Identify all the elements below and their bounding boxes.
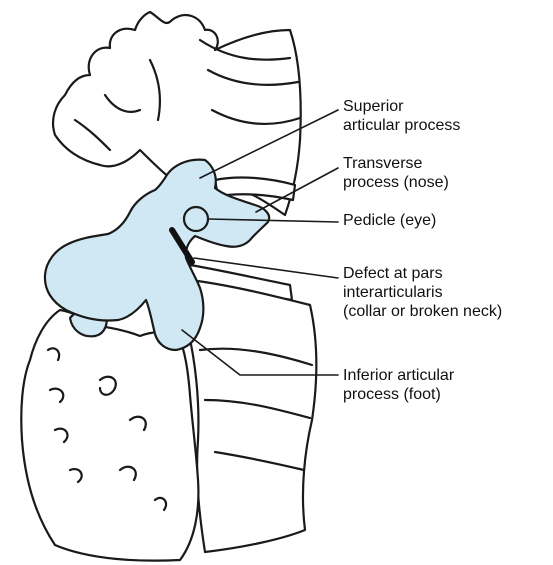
label-line: Transverse — [343, 155, 423, 172]
lower-vertebra-detail — [198, 347, 314, 472]
label-line: articular process — [343, 117, 461, 134]
leader-defect — [193, 257, 339, 279]
lower-posterior-elements — [20, 308, 200, 562]
leader-transverse — [255, 167, 339, 213]
lower-vertebra-body — [186, 278, 318, 554]
label-pars-defect: Defect at pars interarticularis (collar … — [343, 264, 502, 321]
label-pedicle: Pedicle (eye) — [343, 211, 436, 230]
label-line: interarticularis — [343, 284, 443, 301]
leader-superior — [199, 109, 339, 179]
label-line: Defect at pars — [343, 265, 443, 282]
scottie-dog-vertebra — [43, 158, 271, 352]
label-line: (collar or broken neck) — [343, 303, 503, 320]
label-line: Inferior articular — [343, 367, 455, 384]
pars-defect — [169, 227, 195, 265]
label-line: process (foot) — [343, 386, 441, 403]
label-line: Superior — [343, 98, 404, 115]
label-inferior-articular-process: Inferior articular process (foot) — [343, 366, 454, 404]
leader-pedicle — [207, 218, 339, 223]
label-line: process (nose) — [343, 174, 449, 191]
leader-inferior — [181, 329, 339, 376]
sacral-bumps — [46, 347, 168, 512]
label-line: Pedicle (eye) — [343, 212, 437, 229]
upper-vertebra-detail — [73, 38, 302, 152]
label-transverse-process: Transverse process (nose) — [343, 154, 449, 192]
pedicle-eye — [182, 205, 210, 233]
label-superior-articular-process: Superior articular process — [343, 97, 460, 135]
